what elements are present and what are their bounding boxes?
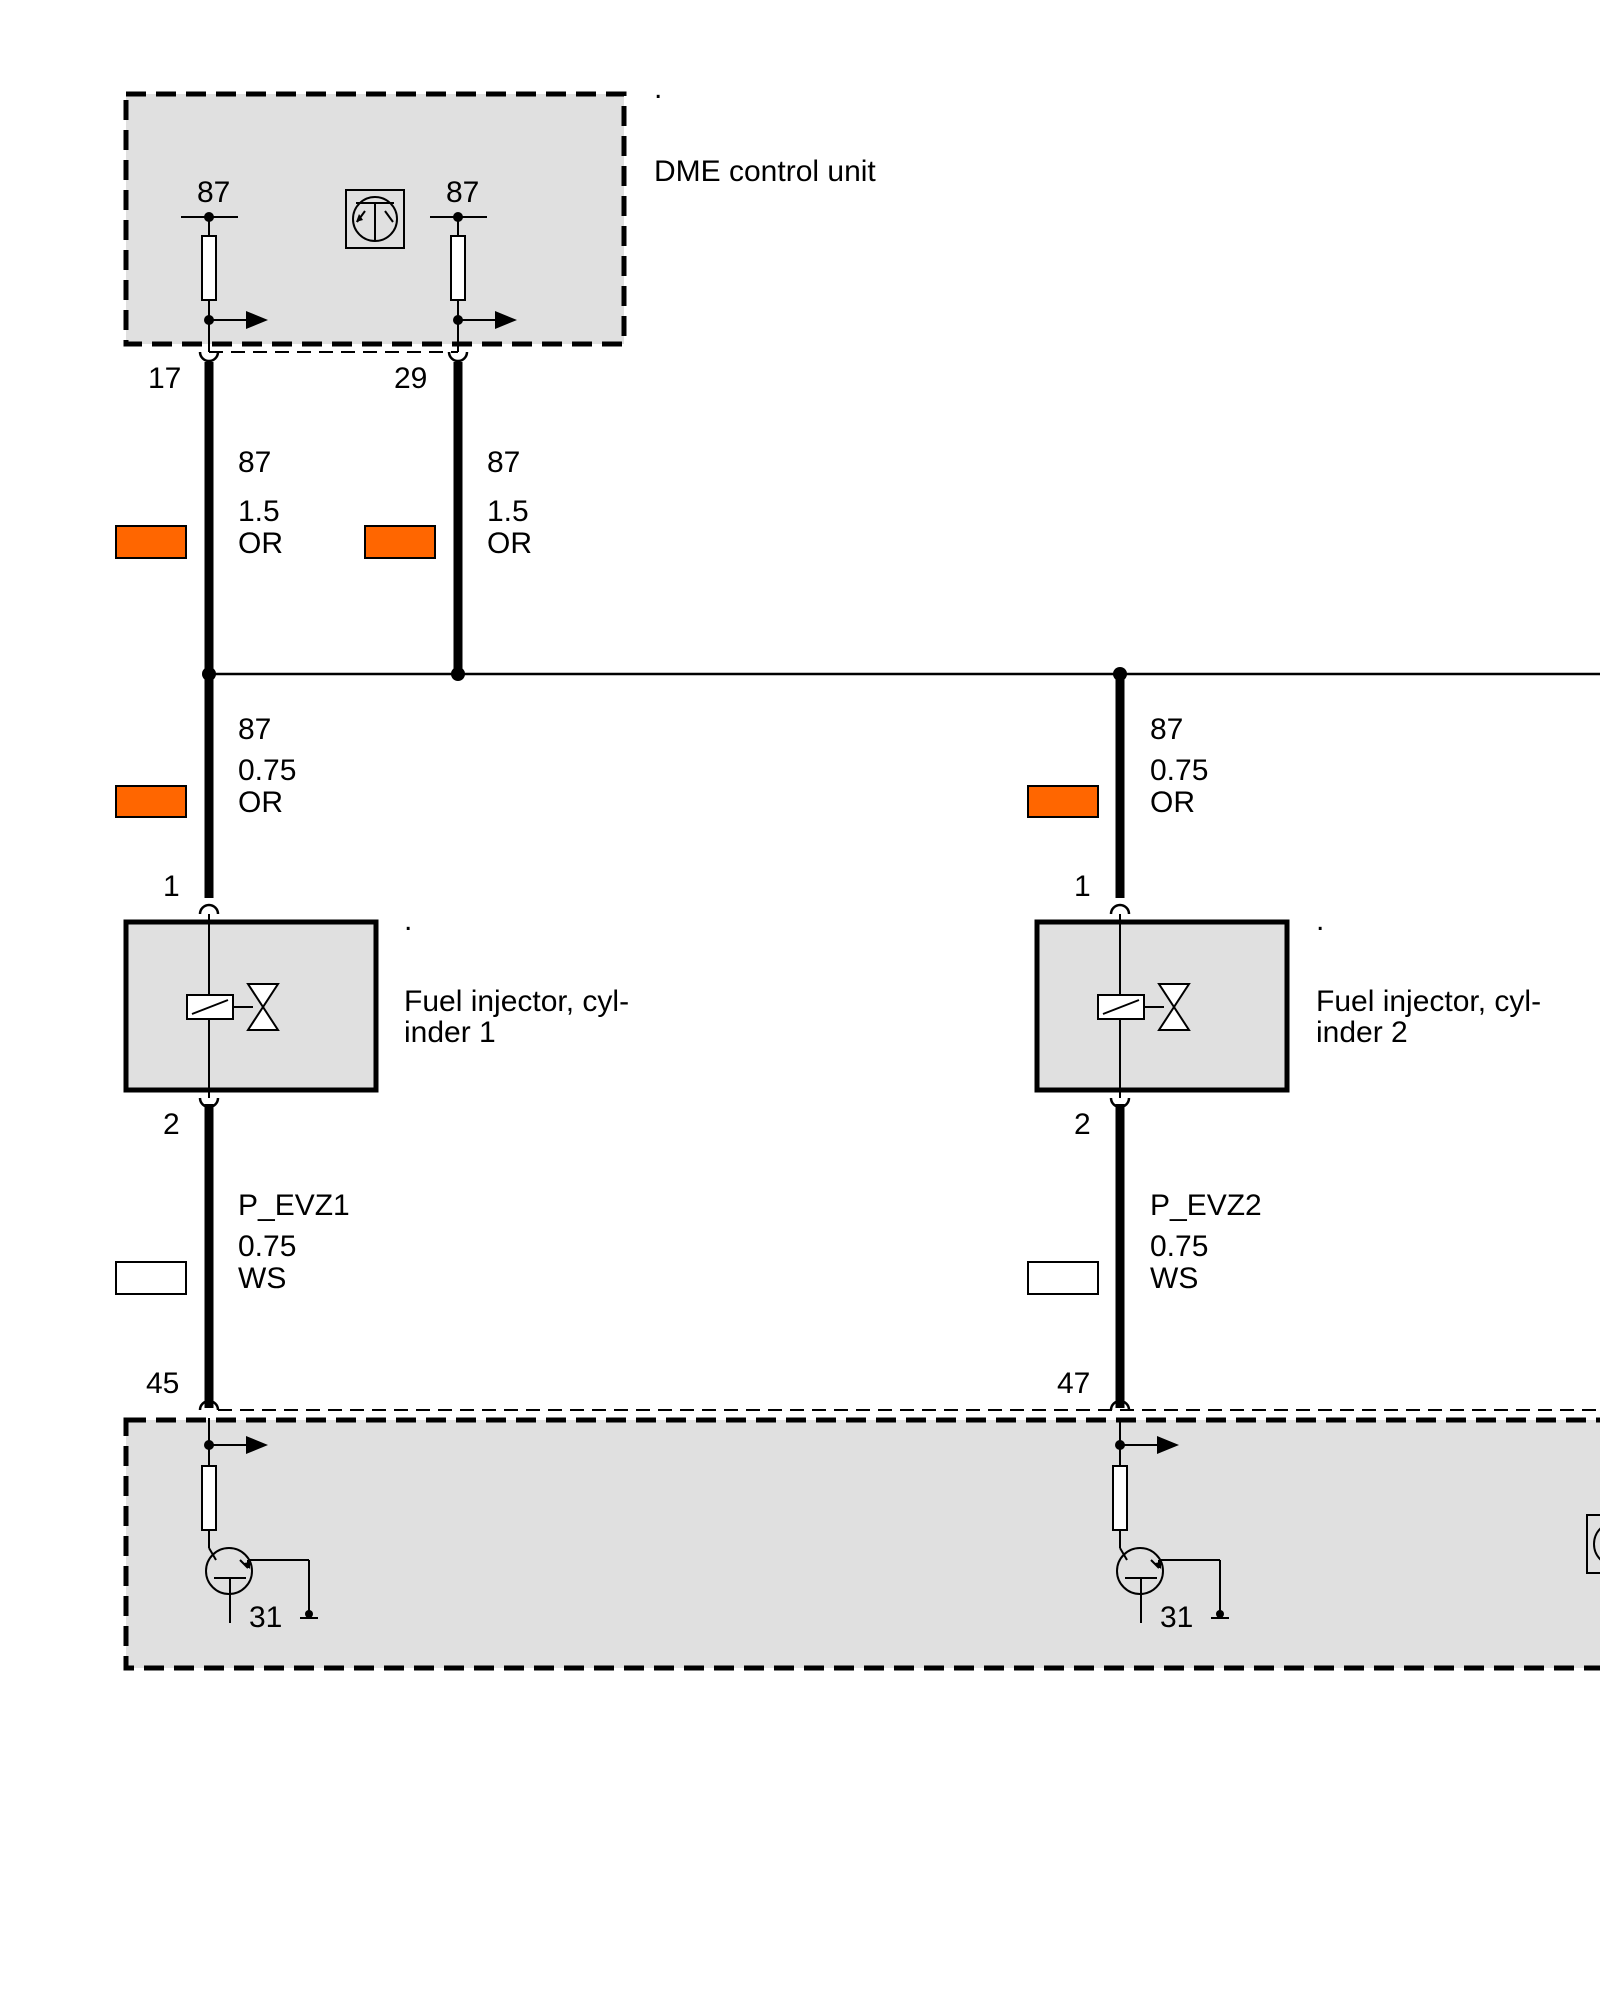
control-wire-size: 0.75 <box>1150 1230 1208 1263</box>
dme-pin-45: 45 <box>146 1367 179 1400</box>
dme-control-unit: . DME control unit 87 87 <box>123 72 876 395</box>
supply-wire-size: 0.75 <box>1150 754 1208 787</box>
supply-wire-color-swatch <box>1027 785 1099 818</box>
connector-pin-icon <box>1109 903 1131 915</box>
resistor-icon <box>201 1465 217 1531</box>
resistor-icon <box>450 235 466 301</box>
supply-wire-signal: 87 <box>238 713 271 746</box>
connector-pin-icon <box>198 351 220 363</box>
injector-pin-bottom: 2 <box>163 1108 180 1141</box>
upper-wire-1: 87 1.5 OR <box>115 351 283 674</box>
wire-signal: 87 <box>487 446 520 479</box>
supply-wire-color-code: OR <box>1150 786 1195 819</box>
injector-pin-bottom: 2 <box>1074 1108 1091 1141</box>
transistor-icon <box>1116 1547 1221 1623</box>
splice-bus <box>202 667 1600 681</box>
connector-pin-icon <box>198 903 220 915</box>
injector-label-line1: Fuel injector, cyl- <box>404 985 629 1018</box>
wire-size: 1.5 <box>487 495 529 528</box>
transistor-icon <box>205 1547 310 1623</box>
dme-pin-29: 29 <box>394 362 427 395</box>
arrow-right-icon <box>246 1436 268 1454</box>
wire-size: 1.5 <box>238 495 280 528</box>
resistor-icon <box>1112 1465 1128 1531</box>
injector-label-line1: Fuel injector, cyl- <box>1316 985 1541 1018</box>
injector-branch-1: 87 0.75 OR 1 . Fuel injector, cyl- inder… <box>115 674 629 1411</box>
control-wire-signal: P_EVZ1 <box>238 1189 350 1222</box>
solenoid-valve-icon <box>1097 914 1191 1098</box>
dme-control-unit-lower: 31 31 <box>123 1409 1600 1671</box>
dme-output-stage-inj2: 31 <box>1112 1418 1229 1634</box>
injector-label-line2: inder 2 <box>1316 1016 1408 1049</box>
control-wire-signal: P_EVZ2 <box>1150 1189 1262 1222</box>
dme-unit-lower-box <box>123 1417 1600 1671</box>
control-wire-color-swatch <box>1027 1261 1099 1295</box>
arrow-right-icon <box>246 311 268 329</box>
ground-label: 31 <box>1160 1601 1193 1634</box>
injector-label-line2: inder 1 <box>404 1016 496 1049</box>
dme-unit-label: DME control unit <box>654 155 876 188</box>
supply-wire-color-swatch <box>115 785 187 818</box>
arrow-right-icon <box>495 311 517 329</box>
transistor-icon <box>1586 1514 1600 1574</box>
dme-terminal-label-2: 87 <box>446 176 479 209</box>
splice-point <box>451 667 465 681</box>
control-wire-size: 0.75 <box>238 1230 296 1263</box>
dme-output-stage-2: 87 <box>430 176 517 352</box>
injector-branch-2: 87 0.75 OR 1 . Fuel injector, cyl- inder… <box>1027 674 1541 1411</box>
supply-wire-signal: 87 <box>1150 713 1183 746</box>
dme-unit-marker: . <box>654 72 662 105</box>
connector-pin-icon <box>198 1399 220 1411</box>
control-wire-color-code: WS <box>1150 1262 1198 1295</box>
connector-pin-icon <box>1109 1399 1131 1411</box>
control-wire-color-swatch <box>115 1261 187 1295</box>
wire-color-code: OR <box>487 527 532 560</box>
wire-color-code: OR <box>238 527 283 560</box>
solenoid-valve-icon <box>186 914 280 1098</box>
dme-output-stage-1: 87 <box>181 176 268 352</box>
supply-wire-color-code: OR <box>238 786 283 819</box>
injector-2-box <box>1034 919 1290 1093</box>
injector-marker: . <box>1316 904 1324 937</box>
dme-output-stage-inj1: 31 <box>201 1418 318 1634</box>
injector-pin-top: 1 <box>1074 870 1091 903</box>
dme-terminal-label-1: 87 <box>197 176 230 209</box>
dme-pin-47: 47 <box>1057 1367 1090 1400</box>
supply-wire-size: 0.75 <box>238 754 296 787</box>
connector-pin-icon <box>447 351 469 363</box>
wire-color-swatch <box>115 525 187 559</box>
injector-marker: . <box>404 904 412 937</box>
wire-signal: 87 <box>238 446 271 479</box>
resistor-icon <box>201 235 217 301</box>
arrow-right-icon <box>1157 1436 1179 1454</box>
injector-pin-top: 1 <box>163 870 180 903</box>
control-wire-color-code: WS <box>238 1262 286 1295</box>
ground-label: 31 <box>249 1601 282 1634</box>
wire-color-swatch <box>364 525 436 559</box>
dme-pin-17: 17 <box>148 362 181 395</box>
transistor-icon <box>345 189 405 249</box>
upper-wire-2: 87 1.5 OR <box>364 351 532 674</box>
